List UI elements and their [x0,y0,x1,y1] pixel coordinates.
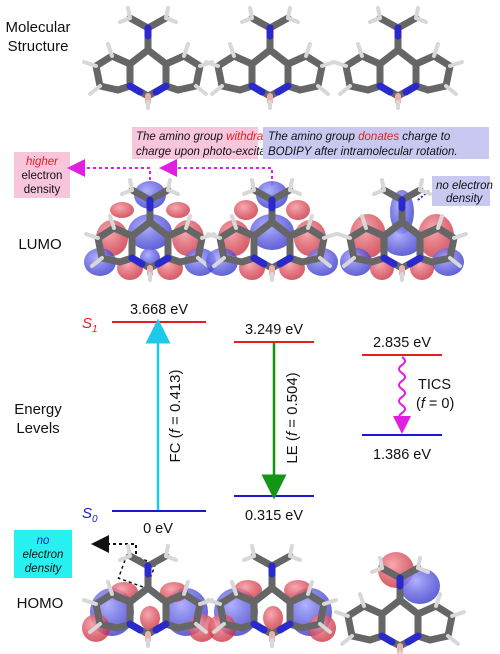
fc-s0-energy: 0 eV [143,521,173,537]
higher-density-line1: higher [26,156,59,168]
homo-le-orbital [208,546,336,646]
tics-transition-arrow [393,356,411,434]
no-density-homo-box [14,530,72,578]
higher-density-pointer [67,159,151,180]
le-s0-energy: 0.315 eV [245,508,303,524]
s0-label: S0 [82,505,98,525]
s1-label: S1 [82,315,98,335]
withdraws-note-line2: charge upon photo-excitation. [136,146,288,158]
row-label-energy-2: Levels [16,420,59,437]
le-s1-energy: 3.249 eV [245,322,303,338]
le-transition-label: LE (f = 0.504) [284,372,301,463]
no-density-homo-line2: electron [23,549,64,561]
tics-transition-f: (f = 0) [416,396,454,412]
lumo-tics-orbital [338,180,466,280]
no-density-lumo-box [432,176,490,206]
lumo-fc-orbital [84,180,216,280]
row-label-homo: HOMO [17,595,64,612]
molecule-fc-structure [84,8,212,108]
homo-tics-orbital [336,552,464,654]
fc-s1-energy: 3.668 eV [130,302,188,318]
fc-transition-label: FC (f = 0.413) [167,370,184,463]
row-label-lumo: LUMO [18,236,61,253]
no-density-lumo-line1: no electron [436,180,493,192]
tics-s1-energy: 2.835 eV [373,335,431,351]
higher-density-box [14,152,70,198]
donates-note-line2: BODIPY after intramolecular rotation. [268,146,458,158]
higher-density-line2: electron [22,170,63,182]
row-label-structure-1: Molecular [5,19,70,36]
molecule-tics-structure [334,8,462,108]
tics-transition-name: TICS [418,377,451,393]
higher-density-line3: density [24,184,61,196]
no-density-homo-line1: no [37,535,50,547]
withdraws-note-line1: The amino group withdraws [136,131,278,143]
donates-note-box [263,127,489,159]
homo-fc-orbital [82,546,216,646]
lumo-le-orbital [206,180,338,280]
donates-note-line1: The amino group donates charge to [268,131,451,143]
no-density-homo-line3: density [25,563,63,575]
donates-pointer [159,159,273,185]
withdraws-note-box [132,127,258,159]
tics-s0-energy: 1.386 eV [373,447,431,463]
molecule-le-structure [206,8,334,108]
row-label-structure-2: Structure [8,38,69,55]
no-density-lumo-line2: density [446,193,484,205]
row-label-energy-1: Energy [14,401,62,418]
